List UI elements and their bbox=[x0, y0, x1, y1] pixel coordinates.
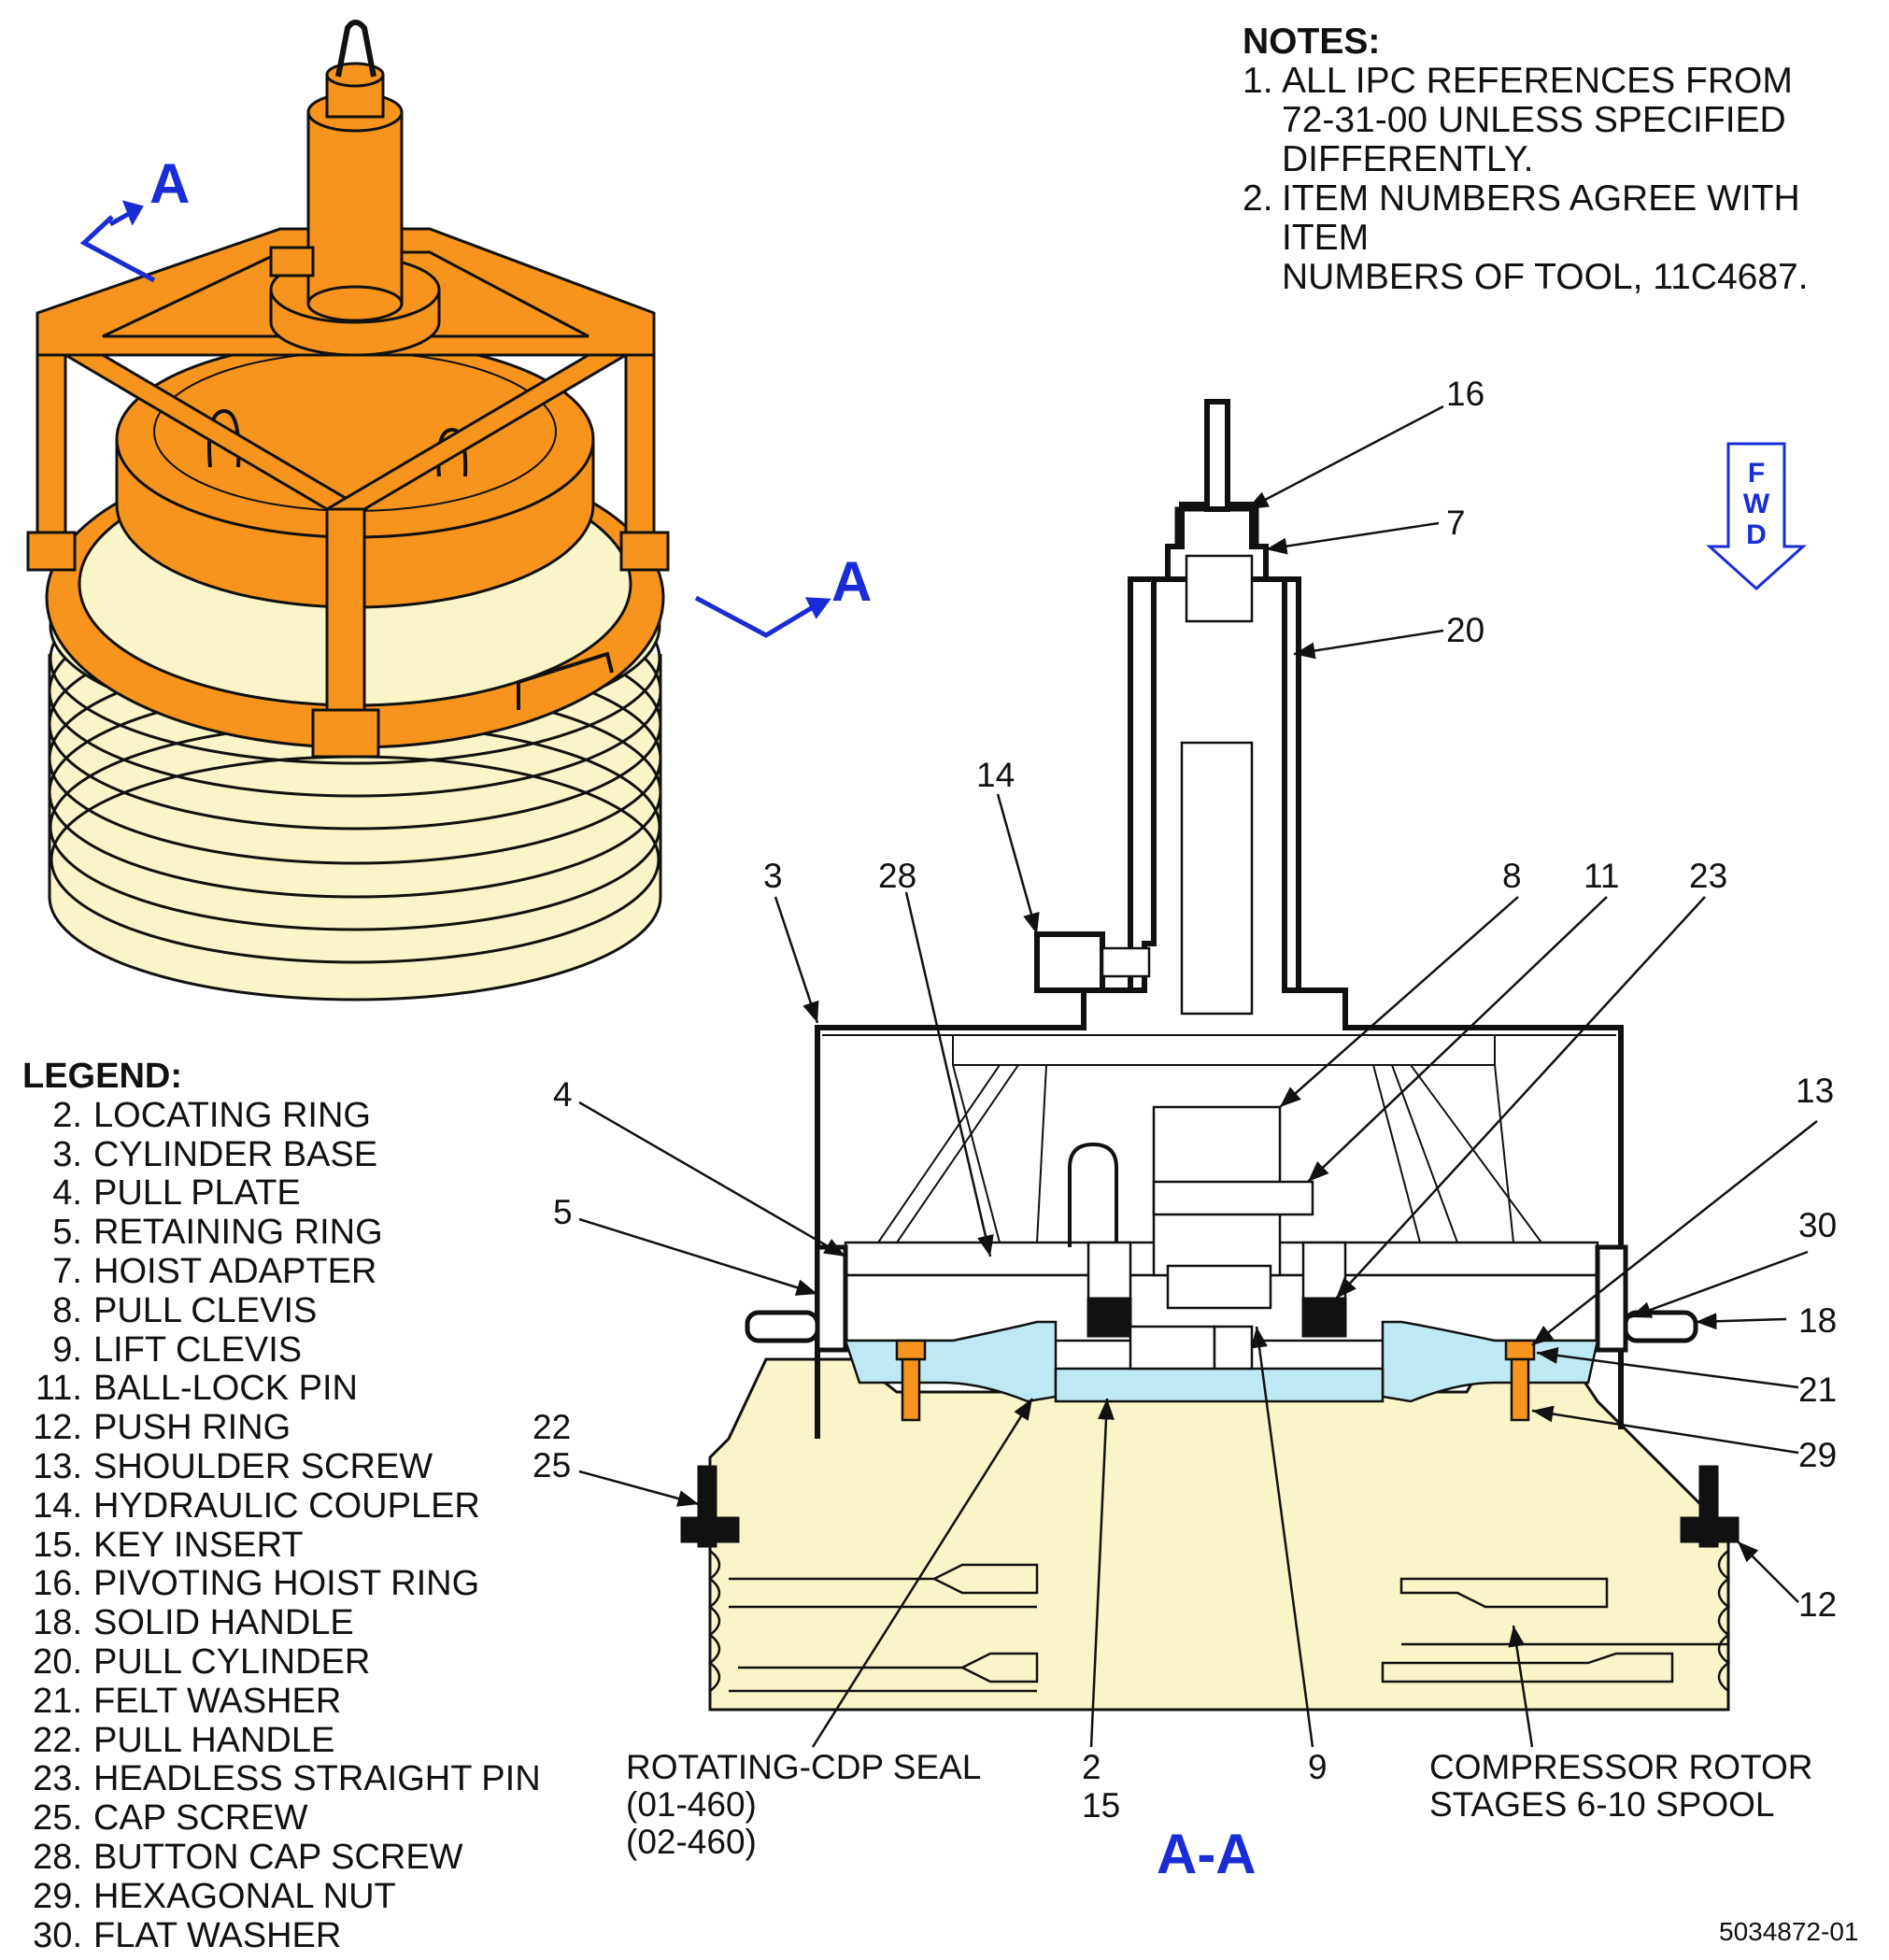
legend-item: 30.FLAT WASHER bbox=[33, 1915, 342, 1955]
legend-item: 8.PULL CLEVIS bbox=[52, 1290, 318, 1330]
callout-23: 23 bbox=[1689, 857, 1728, 895]
note-item: 2. ITEM NUMBERS AGREE WITH ITEM NUMBERS … bbox=[1243, 178, 1809, 297]
legend-item: 25.CAP SCREW bbox=[33, 1798, 308, 1839]
callout-18: 18 bbox=[1798, 1301, 1838, 1340]
callout-2: 2 bbox=[1082, 1748, 1101, 1786]
callout-22: 22 bbox=[533, 1408, 572, 1446]
legend-item: 15.KEY INSERT bbox=[33, 1525, 304, 1565]
legend-item: 5.RETAINING RING bbox=[52, 1213, 383, 1253]
locating-ring-sec bbox=[1054, 1367, 1385, 1403]
solid-handle-left bbox=[745, 1310, 820, 1343]
legend-item: 14.HYDRAULIC COUPLER bbox=[33, 1485, 480, 1526]
fwd-arrow bbox=[1706, 442, 1807, 591]
legend-block: LEGEND: 2.LOCATING RING 3.CYLINDER BASE … bbox=[22, 1057, 541, 1955]
hoist-ring-iso bbox=[335, 20, 376, 78]
compressor-rotor bbox=[708, 1357, 1730, 1711]
section-cut-marks bbox=[79, 200, 831, 638]
cylinder-base bbox=[815, 576, 1624, 1439]
drawing-number: 5034872-01 bbox=[1719, 1917, 1859, 1946]
legend-item: 12.PUSH RING bbox=[33, 1408, 291, 1448]
legend-item: 28.BUTTON CAP SCREW bbox=[33, 1837, 463, 1877]
callout-3: 3 bbox=[763, 857, 783, 895]
legend-item: 9.LIFT CLEVIS bbox=[52, 1329, 303, 1370]
fwd-label: F W D bbox=[1742, 458, 1770, 550]
legend-item: 4.PULL PLATE bbox=[52, 1173, 301, 1214]
legend-item: 23.HEADLESS STRAIGHT PIN bbox=[33, 1759, 541, 1799]
cylinder-base-frame bbox=[26, 227, 670, 759]
legend-item: 3.CYLINDER BASE bbox=[52, 1134, 378, 1174]
leader-lines bbox=[578, 405, 1818, 1748]
hydraulic-coupler-sec bbox=[1034, 931, 1105, 993]
seal-annotation: ROTATING-CDP SEAL (01-460) (02-460) bbox=[626, 1748, 982, 1861]
hex-nut-bolts bbox=[895, 1339, 1536, 1422]
legend-item: 18.SOLID HANDLE bbox=[33, 1603, 354, 1643]
isometric-tool-view bbox=[26, 20, 670, 1001]
solid-handle-right bbox=[1623, 1310, 1698, 1343]
callout-12: 12 bbox=[1798, 1585, 1838, 1624]
legend-item: 21.FELT WASHER bbox=[33, 1681, 342, 1721]
callout-16: 16 bbox=[1446, 375, 1485, 413]
notes-title: NOTES: bbox=[1243, 21, 1381, 62]
legend-item: 29.HEXAGONAL NUT bbox=[33, 1876, 396, 1916]
callout-9: 9 bbox=[1308, 1748, 1328, 1786]
legend-item: 7.HOIST ADAPTER bbox=[52, 1251, 377, 1291]
callout-4: 4 bbox=[553, 1075, 573, 1114]
note-item: 1. ALL IPC REFERENCES FROM 72-31-00 UNLE… bbox=[1243, 61, 1793, 179]
legend-item: 11.BALL-LOCK PIN bbox=[35, 1369, 358, 1409]
callout-30: 30 bbox=[1798, 1206, 1838, 1244]
pull-handles bbox=[680, 1465, 1740, 1548]
section-mark-right: A bbox=[831, 550, 873, 613]
callout-15: 15 bbox=[1082, 1786, 1121, 1825]
section-view-a-a bbox=[680, 399, 1740, 1711]
legend-item: 13.SHOULDER SCREW bbox=[33, 1446, 433, 1486]
legend-title: LEGEND: bbox=[22, 1057, 182, 1096]
legend-item: 22.PULL HANDLE bbox=[33, 1720, 335, 1760]
legend-item: 2.LOCATING RING bbox=[52, 1095, 371, 1135]
legend-item: 16.PIVOTING HOIST RING bbox=[33, 1564, 480, 1604]
callout-11: 11 bbox=[1584, 857, 1620, 895]
callout-20: 20 bbox=[1446, 611, 1485, 649]
legend-item: 20.PULL CYLINDER bbox=[33, 1641, 371, 1682]
callout-5: 5 bbox=[553, 1193, 573, 1231]
callout-7: 7 bbox=[1446, 504, 1466, 542]
callout-8: 8 bbox=[1502, 857, 1522, 895]
section-view-label: A-A bbox=[1157, 1823, 1257, 1885]
callout-28: 28 bbox=[878, 857, 917, 895]
callout-25: 25 bbox=[533, 1446, 572, 1484]
callout-14: 14 bbox=[976, 756, 1016, 794]
section-mark-left: A bbox=[149, 152, 191, 215]
rotor-annotation: COMPRESSOR ROTOR STAGES 6-10 SPOOL bbox=[1429, 1748, 1813, 1824]
notes-block: NOTES: 1. ALL IPC REFERENCES FROM 72-31-… bbox=[1243, 22, 1889, 297]
callout-21: 21 bbox=[1798, 1371, 1838, 1409]
callout-13: 13 bbox=[1796, 1072, 1835, 1110]
pivoting-hoist-ring bbox=[1204, 399, 1230, 512]
callout-29: 29 bbox=[1798, 1436, 1838, 1474]
